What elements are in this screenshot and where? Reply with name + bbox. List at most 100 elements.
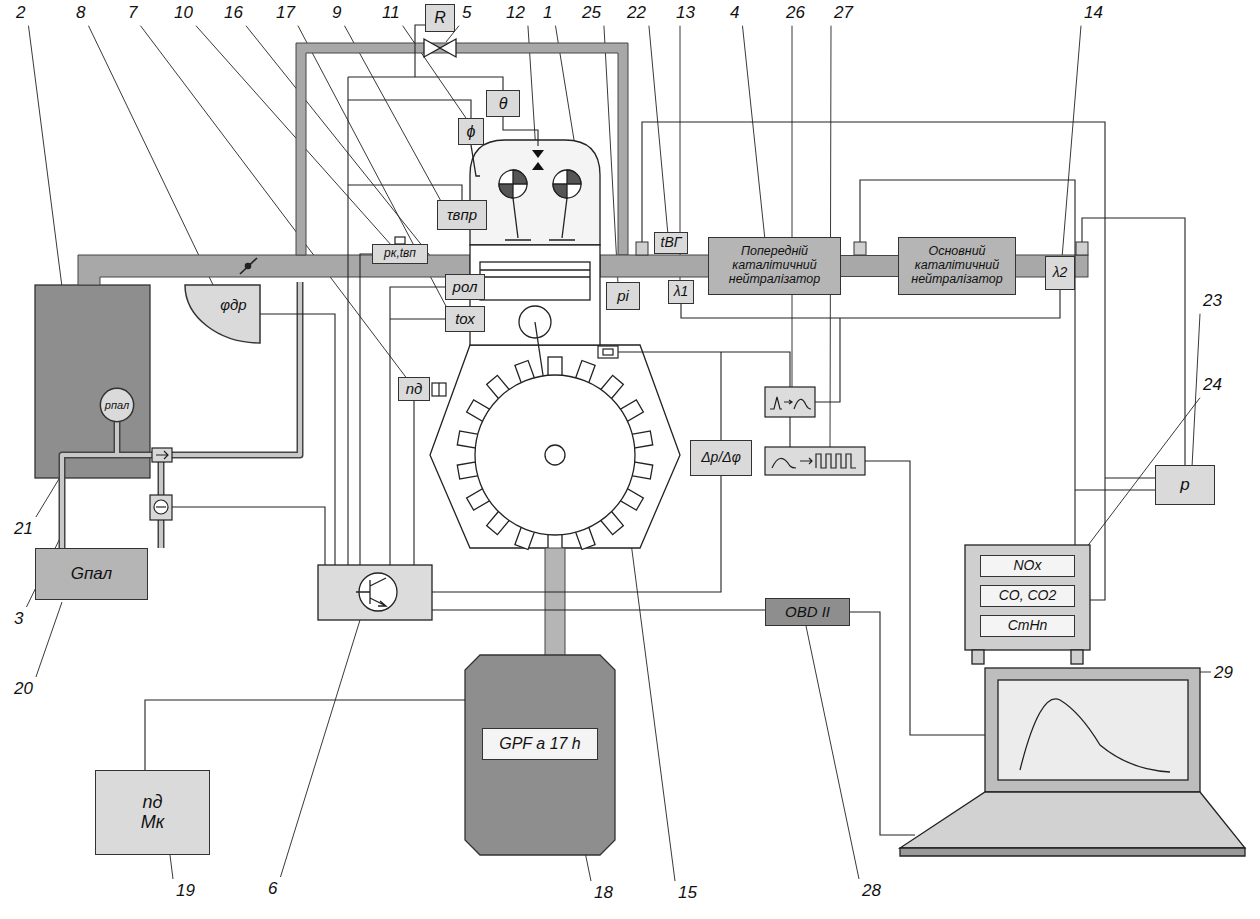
engine-sensors (598, 346, 618, 358)
leader-line (604, 26, 618, 284)
node-text: R (434, 9, 446, 27)
gas-analyzer-cabinet (965, 545, 1090, 664)
oil-pressure-box: pол (445, 274, 485, 300)
callout-number: 19 (176, 882, 195, 901)
gas-analyzer-cabinet (972, 650, 984, 664)
throttle-position-sensor: φдр (185, 285, 260, 343)
laptop (985, 668, 1200, 792)
node-text: tох (455, 311, 475, 328)
signal-wires (348, 77, 503, 90)
crank-hub (475, 375, 635, 535)
exhaust-pipe-connector (841, 266, 898, 267)
crank-hub (475, 375, 635, 535)
fuel-line (62, 282, 300, 548)
leader-line (1192, 314, 1200, 467)
node-text: pол (453, 279, 478, 296)
node-text: nд (406, 381, 423, 398)
signal-wires (347, 77, 348, 565)
obd-box: OBD II (765, 598, 850, 626)
coolant-temp-box: tох (445, 306, 485, 332)
exhaust-temp-box: tВГ (654, 232, 688, 254)
leader-line (806, 626, 859, 879)
cylinder-head (553, 184, 567, 198)
laptop (900, 668, 1245, 856)
exhaust-pipe-connector (841, 256, 898, 276)
node-text: CO, CO2 (999, 588, 1057, 603)
dynamometer-housing (465, 655, 615, 855)
exhaust-pipe-connector (841, 255, 898, 277)
ecu-box (318, 565, 432, 620)
node-text: ϕ (467, 123, 476, 141)
signal-wires (850, 612, 915, 835)
air-filter (35, 285, 150, 478)
callout-number: 21 (14, 520, 33, 539)
leader-line (649, 26, 668, 235)
signal-wires (390, 287, 445, 565)
fuel-pump (156, 506, 166, 507)
cylinder-head (471, 145, 480, 176)
callout-number: 1 (543, 4, 552, 23)
ignition-angle-box: θ (486, 90, 520, 117)
leader-line (742, 26, 765, 240)
callout-number: 17 (276, 4, 295, 23)
signal-wires (1082, 218, 1185, 465)
fuel-pump (154, 500, 168, 514)
engine-sensors (395, 237, 618, 396)
signal-converter (770, 397, 811, 409)
fuel-line (62, 282, 300, 548)
injection-time-box: τвпр (437, 200, 487, 230)
signal-wires (415, 25, 425, 77)
shaft (545, 548, 565, 656)
signal-converter (772, 454, 856, 468)
bypass-pipe (296, 43, 628, 255)
cylinder-head (505, 198, 575, 240)
cylinder-head (513, 170, 527, 184)
laptop (998, 680, 1188, 780)
signal-wires (618, 352, 790, 440)
callout-number: 5 (462, 4, 471, 23)
catalyst-box: Основний каталітичний нейтралізатор (898, 237, 1016, 295)
signal-wires (503, 117, 538, 146)
dyno-readout-box: nдMк (95, 770, 210, 855)
signal-wires (642, 122, 1155, 600)
gas-channel-box: CmHn (980, 615, 1075, 637)
spark-marks (532, 150, 544, 170)
callout-number: 22 (627, 4, 646, 23)
bypass-valve (440, 39, 456, 57)
callout-number: 12 (506, 4, 525, 23)
fuel-pump (156, 451, 168, 459)
cylinder-pressure-box: pi (606, 282, 640, 310)
throttle (240, 258, 257, 274)
node-text: Mк (141, 813, 165, 833)
signal-wires (432, 609, 765, 610)
fuel-pump (150, 448, 172, 520)
lambda-probe-box: λ2 (1045, 256, 1075, 290)
leader-line (280, 620, 360, 877)
pressure-analyzer-box: p (1155, 465, 1215, 505)
node-text: NOx (1014, 558, 1042, 573)
sample-taps (1076, 242, 1088, 255)
boost-sensor-box: pк,tвп (372, 244, 428, 264)
throttle (240, 258, 257, 274)
phase-sensor-box: Δp/Δφ (690, 440, 752, 476)
sample-taps (636, 242, 1088, 255)
signal-converter (765, 447, 865, 475)
signal-wires (413, 401, 414, 565)
callout-number: 29 (1214, 664, 1233, 683)
node-text: p (1180, 476, 1189, 495)
flywheel-gear (548, 357, 562, 377)
node-text: θ (499, 95, 508, 113)
leader-line (28, 26, 62, 287)
callout-number: 27 (834, 4, 853, 23)
ecu-box (356, 578, 386, 606)
leader-line (36, 602, 62, 677)
sample-taps (636, 242, 648, 255)
shaft (545, 548, 565, 656)
spark-marks (532, 150, 544, 158)
dyno-label-box: GPF a 17 h (482, 728, 598, 760)
cylinder-head (499, 170, 527, 198)
bypass-pipe (296, 43, 628, 255)
node-text: φдр (220, 297, 246, 314)
node-text: pк,tвп (384, 247, 416, 260)
